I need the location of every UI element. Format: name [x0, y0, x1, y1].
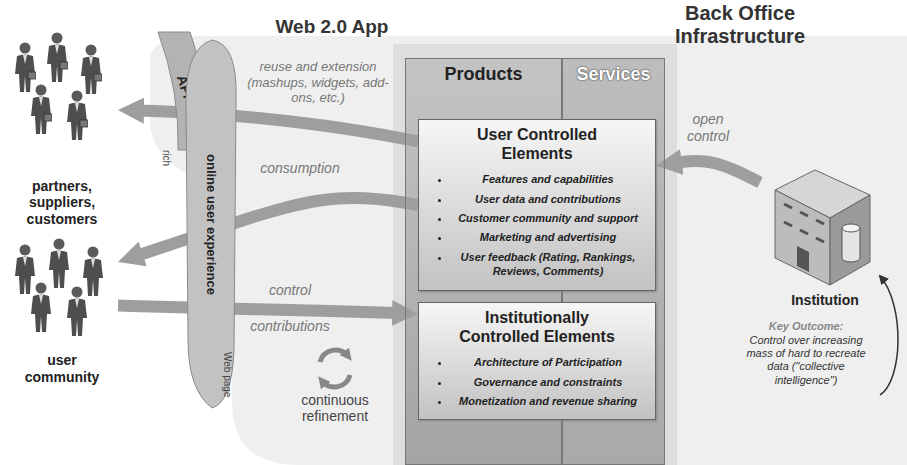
bullet-item: User feedback (Rating, Rankings, Reviews… — [451, 245, 645, 279]
key-outcome-leader — [880, 276, 898, 395]
institution-node: Institution — [760, 160, 890, 310]
user-figures — [15, 239, 103, 337]
flow-arrow — [674, 161, 760, 182]
products-column: ProductsUser Controlled ElementsFeatures… — [405, 58, 562, 465]
node-label: Products — [406, 59, 561, 85]
band-outline — [186, 40, 236, 408]
band-note: Web page — [222, 352, 233, 397]
bullet-item: Features and capabilities — [451, 167, 645, 186]
infrastructure-heading: Back Office Infrastructure — [650, 2, 830, 48]
flow-arrow — [118, 306, 400, 314]
bullet-item: Architecture of Participation — [451, 350, 645, 369]
back-frame — [393, 44, 677, 465]
cycle-label: continuous refinement — [280, 392, 390, 424]
partner-figures — [15, 33, 102, 141]
bullet-item: Marketing and advertising — [451, 225, 645, 244]
outcome-note: Control over increasing mass of hard to … — [736, 334, 876, 387]
box-heading: Institutionally Controlled Elements — [429, 308, 645, 350]
background-region — [150, 36, 907, 465]
user-group: user community — [6, 238, 118, 388]
bullet-item: Governance and constraints — [451, 370, 645, 389]
connector-label: consumption — [240, 160, 360, 177]
element-box: Institutionally Controlled ElementsArchi… — [418, 302, 656, 420]
element-box: User Controlled ElementsFeatures and cap… — [418, 119, 656, 291]
bullet-item: Customer community and support — [451, 206, 645, 225]
partner-group: partners, suppliers, customers — [6, 30, 118, 230]
node-label: Services — [563, 59, 664, 85]
app-heading: Web 2.0 App — [262, 16, 402, 38]
refinement-cycle — [320, 350, 350, 387]
bullet-item: Monetization and revenue sharing — [451, 389, 645, 408]
node-label: user community — [16, 352, 108, 386]
institution-building — [775, 170, 870, 285]
connector-label: reuse and extension (mashups, widgets, a… — [243, 59, 393, 106]
node-label: partners, suppliers, customers — [16, 178, 108, 228]
node-label: online user experience — [204, 154, 219, 295]
band-note: rich — [161, 150, 172, 166]
bullet-item: User data and contributions — [451, 187, 645, 206]
outcome-heading: Key Outcome: — [736, 320, 876, 332]
connector-label: control contributions — [240, 272, 340, 344]
node-label: Institution — [791, 292, 859, 308]
box-heading: User Controlled Elements — [429, 125, 645, 167]
flow-arrow — [135, 198, 418, 257]
connector-label: open control — [678, 111, 738, 145]
